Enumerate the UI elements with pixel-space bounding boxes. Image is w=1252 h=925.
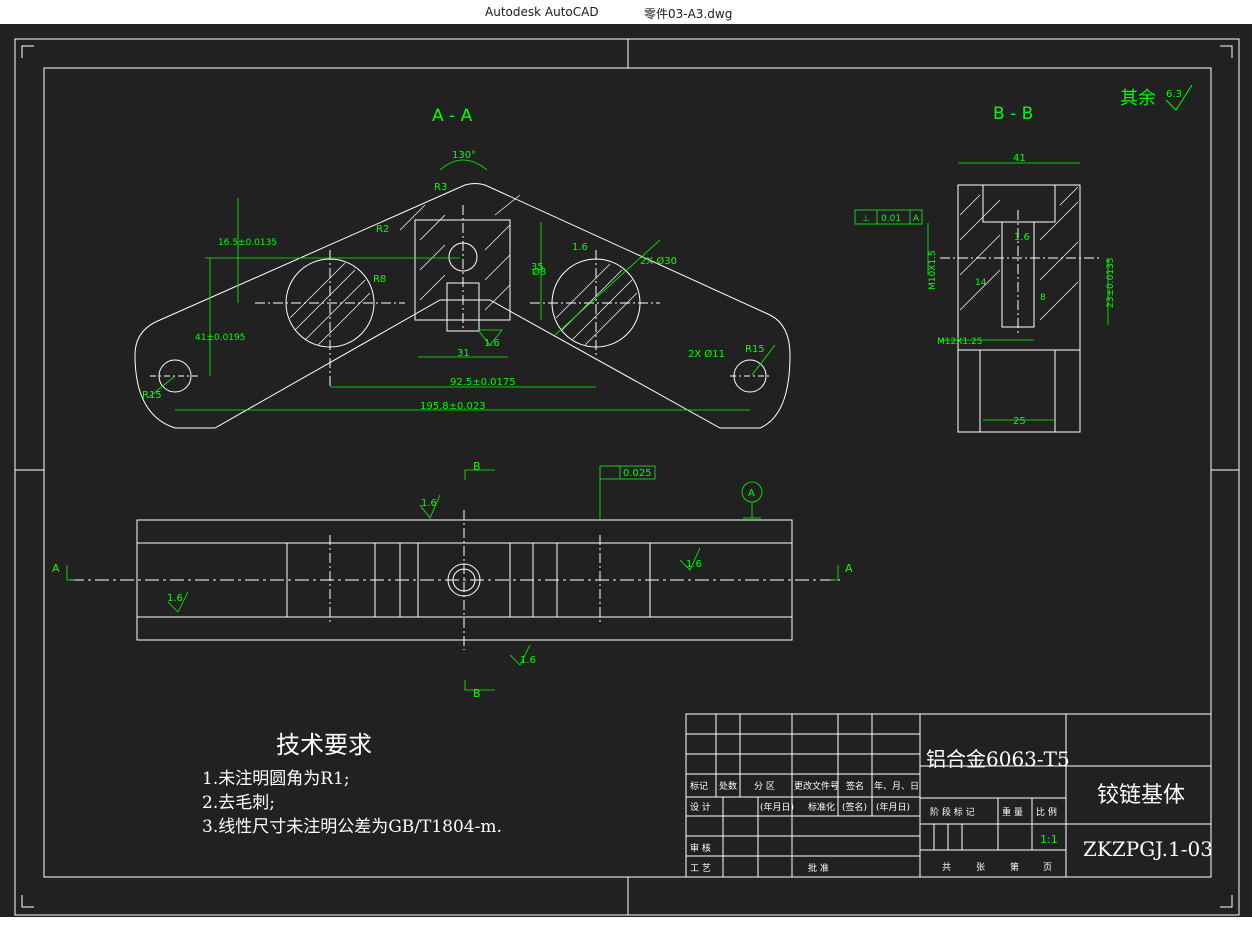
dim-r-corner: R2 xyxy=(376,224,389,235)
bb-dim-8: 8 xyxy=(1040,293,1046,303)
bb-datum: A xyxy=(913,214,920,224)
view-section-aa xyxy=(134,183,791,429)
tb-header-sign: 签名 xyxy=(846,780,864,792)
tb-header-zone: 分 区 xyxy=(754,781,775,792)
perpendicularity-icon: ⊥ xyxy=(862,214,870,224)
tech-req-title: 技术要求 xyxy=(276,731,372,759)
dim-hole-2x: 2X Ø11 xyxy=(688,348,725,360)
dim-height-16: 16.5±0.0135 xyxy=(218,238,277,248)
tb-header-mark: 标记 xyxy=(690,780,708,792)
outer-frame xyxy=(14,38,1240,916)
tech-req-item-3: 3.线性尺寸未注明公差为GB/T1804-m. xyxy=(202,817,502,837)
bb-dim-25: 25 xyxy=(1013,416,1026,427)
tb-drawing-no: ZKZPGJ.1-03 xyxy=(1083,837,1213,861)
dim-r-top: R3 xyxy=(434,182,447,193)
tb-design: 设 计 xyxy=(690,801,711,813)
tb-sheet-page: 页 xyxy=(1043,862,1052,873)
bb-dim-m12: M12X1.25 xyxy=(937,337,982,347)
tb-part-name: 铰链基体 xyxy=(1097,783,1185,808)
bb-dim-m10: M10X1.5 xyxy=(928,250,938,290)
cut-a-left: A xyxy=(52,562,60,575)
roughness-top-1: 1.6 xyxy=(421,498,437,509)
section-bb-label: B - B xyxy=(993,104,1033,124)
dim-height-41: 41±0.0195 xyxy=(195,333,245,343)
dim-h35: 35 xyxy=(531,262,544,273)
drawing-canvas[interactable]: 130° R2 R3 R8 16.5±0.0135 41±0.0195 Ø8 3… xyxy=(0,24,1252,917)
file-name-tab[interactable]: 零件03-A3.dwg xyxy=(644,7,733,21)
datum-a-label: A xyxy=(748,488,755,499)
dim-r8: R8 xyxy=(373,274,386,285)
bb-dimension-lines xyxy=(854,162,1109,421)
section-aa-label: A - A xyxy=(432,106,473,126)
dim-d2x30: 2X Ø30 xyxy=(640,255,677,267)
bb-dim-23: 23±0.0135 xyxy=(1106,258,1116,308)
flatness-value: 0.025 xyxy=(623,468,652,479)
tb-design-date: (年月日) xyxy=(760,801,794,813)
roughness-top-3: 1.6 xyxy=(167,593,183,604)
roughness-aa-1: 1.6 xyxy=(484,338,500,349)
cut-b-bottom: B xyxy=(473,687,481,700)
roughness-bb: 1.6 xyxy=(1014,232,1030,243)
tb-sheets-total: 共 xyxy=(942,862,951,873)
cut-a-right: A xyxy=(845,562,853,575)
tb-header-date: 年、月、日 xyxy=(874,780,919,792)
top-view-annotations xyxy=(66,329,839,691)
dim-w925: 92.5±0.0175 xyxy=(450,377,516,388)
tb-scale-value: 1:1 xyxy=(1040,833,1058,846)
tb-sheets-unit: 张 xyxy=(976,862,985,873)
dim-d-1-58: Ø8 xyxy=(532,266,546,278)
window-titlebar: Autodesk AutoCAD 零件03-A3.dwg xyxy=(0,0,1252,24)
dim-angle: 130° xyxy=(452,150,476,161)
cut-b-top: B xyxy=(473,460,481,473)
cad-drawing[interactable]: 130° R2 R3 R8 16.5±0.0135 41±0.0195 Ø8 3… xyxy=(0,24,1252,917)
tb-stage: 阶 段 标 记 xyxy=(930,806,975,818)
tech-req-item-2: 2.去毛刺; xyxy=(202,793,275,813)
tech-req-item-1: 1.未注明圆角为R1; xyxy=(202,769,350,789)
app-title: Autodesk AutoCAD xyxy=(485,5,599,19)
tb-sign-date: (年月日) xyxy=(876,801,910,813)
bb-dim-14: 14 xyxy=(975,278,987,288)
dim-w31: 31 xyxy=(457,348,470,359)
tb-standard: 标准化 xyxy=(808,801,835,813)
roughness-top-4: 1.6 xyxy=(520,655,536,666)
aa-dimension-lines xyxy=(147,159,776,411)
tb-sign: (签名) xyxy=(842,801,867,813)
view-top xyxy=(70,510,840,650)
tb-weight: 重 量 xyxy=(1002,806,1023,818)
tb-process: 工 艺 xyxy=(690,863,711,874)
bb-flatness: 0.01 xyxy=(881,214,901,224)
title-block-grid xyxy=(685,713,1212,878)
dim-r15: R15 xyxy=(745,344,765,355)
view-section-bb xyxy=(940,184,1100,433)
tb-review: 审 核 xyxy=(690,842,711,854)
tb-header-count: 处数 xyxy=(719,780,737,792)
tb-sheet-no: 第 xyxy=(1010,861,1019,873)
roughness-aa-2: 1.6 xyxy=(572,242,588,253)
roughness-symbol xyxy=(1165,84,1193,111)
roughness-note: 其余 xyxy=(1120,88,1156,109)
bb-dim-41: 41 xyxy=(1013,153,1026,164)
roughness-top-2: 1.6 xyxy=(686,559,702,570)
dim-r-left: R15 xyxy=(142,390,162,401)
tb-material: 铝合金6063-T5 xyxy=(926,747,1070,771)
tb-approve: 批 准 xyxy=(808,862,829,874)
tb-header-change: 更改文件号 xyxy=(794,780,839,792)
roughness-default: 6.3 xyxy=(1166,89,1182,100)
dim-w1958: 195.8±0.023 xyxy=(420,401,486,412)
tb-scale-label: 比 例 xyxy=(1036,806,1057,818)
